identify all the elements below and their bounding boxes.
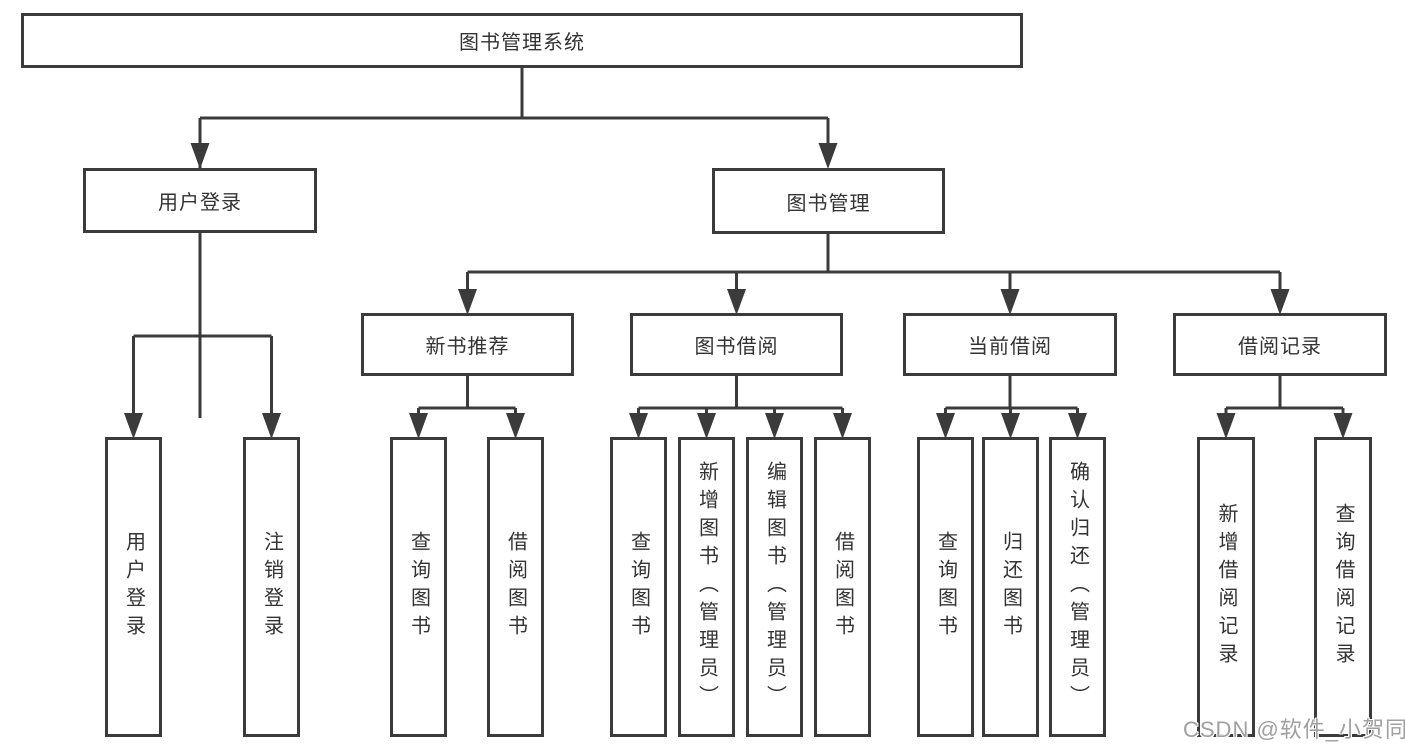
leaf-user-login: 用户登录: [105, 437, 162, 737]
arrowheads: [124, 143, 1353, 439]
leaf-query-books-recommend: 查询图书: [390, 437, 447, 737]
leaf-query-books-borrowing: 查询图书: [610, 437, 667, 737]
node-current-borrowing: 当前借阅: [903, 313, 1117, 376]
node-borrow-records: 借阅记录: [1173, 313, 1387, 376]
leaf-confirm-return-admin-label: 确认归还（管理员）: [1066, 461, 1089, 713]
leaf-query-borrow-record: 查询借阅记录: [1314, 437, 1372, 737]
node-root-system: 图书管理系统: [21, 13, 1023, 68]
node-new-book-recommend-label: 新书推荐: [425, 336, 510, 358]
leaf-borrow-books-borrowing: 借阅图书: [814, 437, 871, 737]
leaf-edit-book-admin-label: 编辑图书（管理员）: [763, 461, 786, 713]
leaf-user-login-label: 用户登录: [122, 531, 145, 643]
leaf-borrow-books-recommend: 借阅图书: [487, 437, 544, 737]
node-root-label: 图书管理系统: [459, 32, 585, 54]
csdn-watermark: CSDN @软件_小贺同学: [1183, 717, 1405, 742]
node-user-login-label: 用户登录: [158, 192, 242, 214]
leaf-edit-book-admin: 编辑图书（管理员）: [746, 437, 803, 737]
leaf-return-books-label: 归还图书: [999, 531, 1022, 643]
node-current-borrowing-label: 当前借阅: [968, 336, 1052, 358]
node-user-login: 用户登录: [83, 168, 317, 233]
leaf-query-books-recommend-label: 查询图书: [407, 531, 430, 643]
node-book-management: 图书管理: [712, 168, 945, 234]
node-borrow-records-label: 借阅记录: [1238, 336, 1322, 358]
leaf-query-books-current-label: 查询图书: [934, 531, 957, 643]
node-new-book-recommend: 新书推荐: [361, 313, 574, 376]
leaf-query-borrow-record-label: 查询借阅记录: [1332, 503, 1354, 671]
node-book-management-label: 图书管理: [786, 192, 871, 215]
leaf-return-books: 归还图书: [982, 437, 1039, 737]
leaf-confirm-return-admin: 确认归还（管理员）: [1049, 437, 1106, 737]
node-book-borrowing: 图书借阅: [630, 313, 843, 376]
leaf-query-books-current: 查询图书: [917, 437, 974, 737]
leaf-query-books-borrowing-label: 查询图书: [627, 531, 650, 643]
leaf-logout-label: 注销登录: [260, 531, 283, 643]
leaf-add-book-admin-label: 新增图书（管理员）: [695, 461, 718, 713]
leaf-borrow-books-borrowing-label: 借阅图书: [831, 531, 854, 643]
leaf-add-borrow-record-label: 新增借阅记录: [1215, 503, 1237, 671]
leaf-logout: 注销登录: [243, 437, 300, 737]
node-book-borrowing-label: 图书借阅: [694, 336, 779, 358]
leaf-add-borrow-record: 新增借阅记录: [1197, 437, 1255, 737]
leaf-borrow-books-recommend-label: 借阅图书: [504, 531, 527, 643]
leaf-add-book-admin: 新增图书（管理员）: [678, 437, 735, 737]
